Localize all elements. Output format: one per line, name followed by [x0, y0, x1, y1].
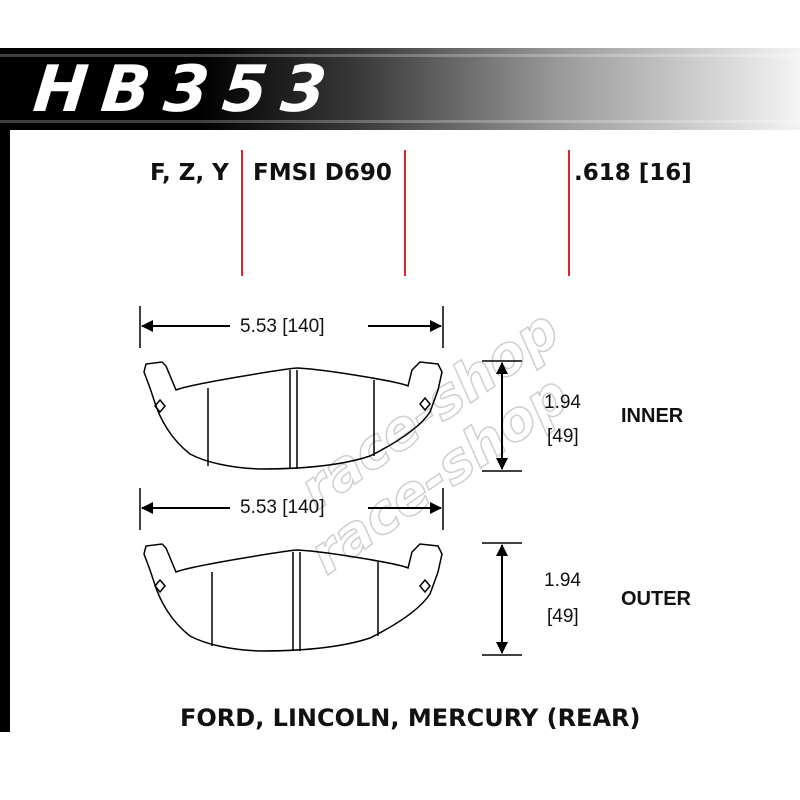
left-rule [0, 130, 10, 732]
inner-side-label: INNER [621, 405, 684, 427]
inner-width-label: 5.53 [140] [240, 316, 325, 337]
inner-height-mm: [49] [547, 426, 579, 447]
header-stripe [0, 54, 800, 57]
header-stripe [0, 120, 800, 123]
compound-codes: F, Z, Y [150, 160, 229, 186]
outer-height-in: 1.94 [544, 570, 581, 591]
outer-height-mm: [49] [547, 606, 579, 627]
inner-height-in: 1.94 [544, 392, 581, 413]
vehicle-application: FORD, LINCOLN, MERCURY (REAR) [180, 704, 641, 732]
pad-thickness: .618 [16] [574, 160, 692, 186]
outer-side-label: OUTER [621, 588, 691, 610]
inner-pad-outline [143, 361, 443, 470]
outer-pad-outline [143, 543, 443, 652]
fmsi-number: FMSI D690 [253, 160, 392, 186]
header-bar [0, 48, 800, 130]
outer-width-label: 5.53 [140] [240, 497, 325, 518]
